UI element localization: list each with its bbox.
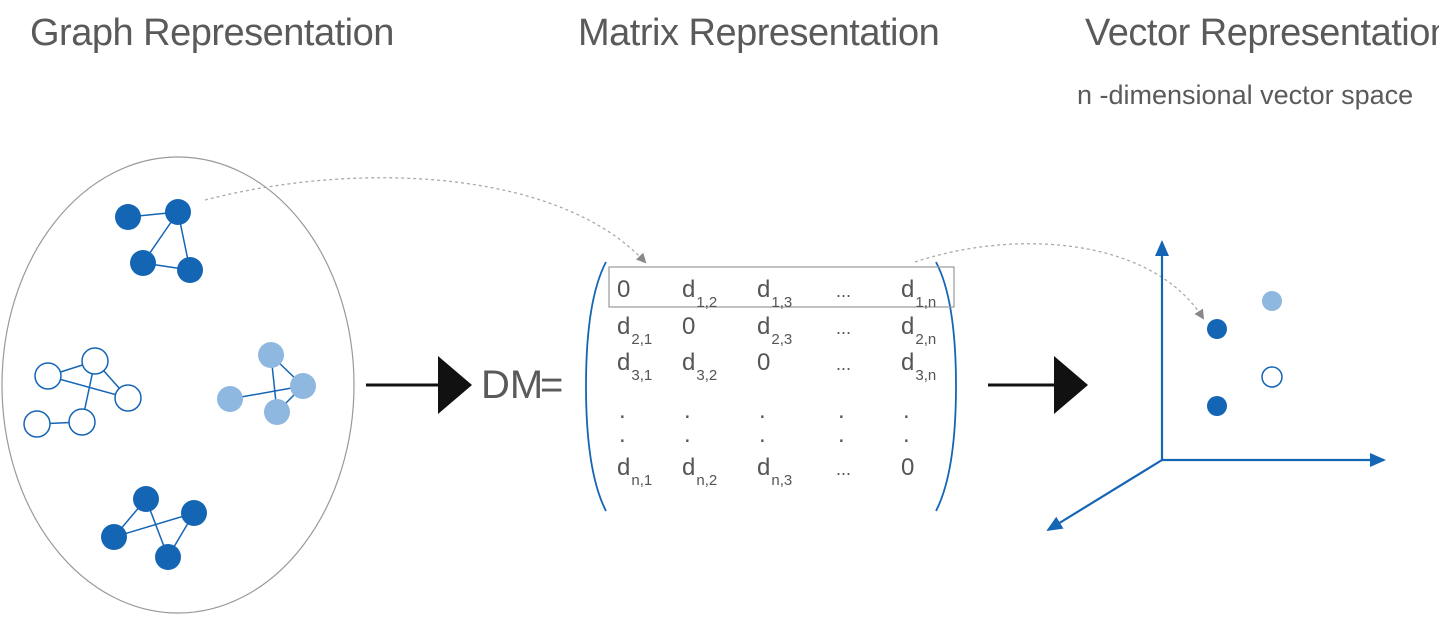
- matrix-cell: 0: [901, 454, 914, 481]
- matrix-cell-subscript: n,1: [631, 472, 652, 489]
- matrix-cell: 0: [757, 349, 770, 376]
- matrix-cell: dn,3: [757, 454, 792, 489]
- matrix-cell: d3,n: [901, 349, 936, 384]
- graph-node: [101, 524, 127, 550]
- matrix-to-vector-connector: [914, 243, 1205, 320]
- matrix-cell: d2,1: [617, 313, 652, 348]
- matrix-cell: .: [619, 421, 626, 448]
- graph-node: [181, 500, 207, 526]
- graph-node: [81, 347, 109, 375]
- matrix-cell: .: [759, 397, 766, 424]
- matrix-cell-subscript: 1,n: [915, 294, 936, 311]
- graph-node: [114, 384, 142, 412]
- matrix-cell: dn,2: [682, 454, 717, 489]
- matrix-cell: d2,n: [901, 313, 936, 348]
- matrix-cell: .: [838, 397, 845, 424]
- graph-node: [177, 257, 203, 283]
- graph-node: [34, 362, 62, 390]
- matrix-cell-subscript: n,2: [696, 472, 717, 489]
- graph-node: [133, 486, 159, 512]
- equals-sign: =: [540, 363, 563, 407]
- vector-point-outline: [1261, 366, 1283, 388]
- matrix-cell-subscript: 1,3: [771, 294, 792, 311]
- arrow-matrix-to-vector: [988, 356, 1088, 414]
- graph-light-nodes: [217, 342, 316, 425]
- matrix-cell: d1,3: [757, 276, 792, 311]
- graph-to-matrix-connector: [204, 177, 647, 264]
- matrix-cell-subscript: 3,n: [915, 367, 936, 384]
- matrix-cell-subscript: 3,2: [696, 367, 717, 384]
- z-axis: [1046, 459, 1163, 532]
- graph-node: [155, 544, 181, 570]
- matrix-cell-subscript: 2,1: [631, 331, 652, 348]
- graph-outline-nodes: [23, 347, 142, 438]
- matrix-cell: 0: [682, 313, 695, 340]
- matrix-cell: d3,2: [682, 349, 717, 384]
- graph-node: [115, 204, 141, 230]
- vector-point-light: [1262, 291, 1282, 311]
- matrix-cell: 0: [617, 276, 630, 303]
- matrix-cell: ...: [836, 318, 851, 338]
- matrix-highlighted-row: [608, 266, 955, 308]
- matrix-cell: dn,1: [617, 454, 652, 489]
- vector-representation-title: Vector Representation: [1085, 12, 1439, 54]
- graph-node: [68, 408, 96, 436]
- dm-label: DM: [481, 363, 543, 407]
- matrix-cell: .: [619, 397, 626, 424]
- matrix-cell: ...: [836, 281, 851, 301]
- vector-points: [1207, 291, 1283, 416]
- matrix-cell: .: [838, 421, 845, 448]
- graph-representation-title: Graph Representation: [30, 12, 394, 54]
- matrix-cell: .: [903, 397, 910, 424]
- graph-node: [165, 199, 191, 225]
- graph-bottom-nodes: [101, 486, 207, 570]
- matrix-cell: .: [684, 421, 691, 448]
- matrix-right-bracket: [935, 261, 957, 512]
- matrix-cell: d1,2: [682, 276, 717, 311]
- matrix-cell: d2,3: [757, 313, 792, 348]
- graph-top-nodes: [115, 199, 203, 283]
- graph-node: [258, 342, 284, 368]
- matrix-cell-subscript: 2,3: [771, 331, 792, 348]
- vector-point-dark: [1207, 319, 1227, 339]
- matrix-cell: .: [903, 421, 910, 448]
- matrix-cell: d3,1: [617, 349, 652, 384]
- matrix-cell-subscript: 1,2: [696, 294, 717, 311]
- matrix-cell: ...: [836, 354, 851, 374]
- matrix-left-bracket: [585, 261, 607, 512]
- matrix-cell: d1,n: [901, 276, 936, 311]
- matrix-representation-title: Matrix Representation: [578, 12, 940, 54]
- graph-node: [23, 410, 51, 438]
- vector-point-dark: [1207, 396, 1227, 416]
- matrix-cell: ...: [836, 459, 851, 479]
- graph-collection-ellipse: [1, 156, 355, 614]
- matrix-cell: .: [759, 421, 766, 448]
- matrix-cell-subscript: 3,1: [631, 367, 652, 384]
- graph-node: [130, 250, 156, 276]
- graph-node: [217, 386, 243, 412]
- matrix-cell-subscript: n,3: [771, 472, 792, 489]
- vector-space-axes: [1046, 240, 1386, 532]
- matrix-cell-subscript: 2,n: [915, 331, 936, 348]
- matrix-cell: .: [684, 397, 691, 424]
- graph-node: [290, 373, 316, 399]
- graph-node: [264, 399, 290, 425]
- arrow-graph-to-matrix: [366, 356, 472, 414]
- vector-space-subtitle: n -dimensional vector space: [1077, 80, 1414, 110]
